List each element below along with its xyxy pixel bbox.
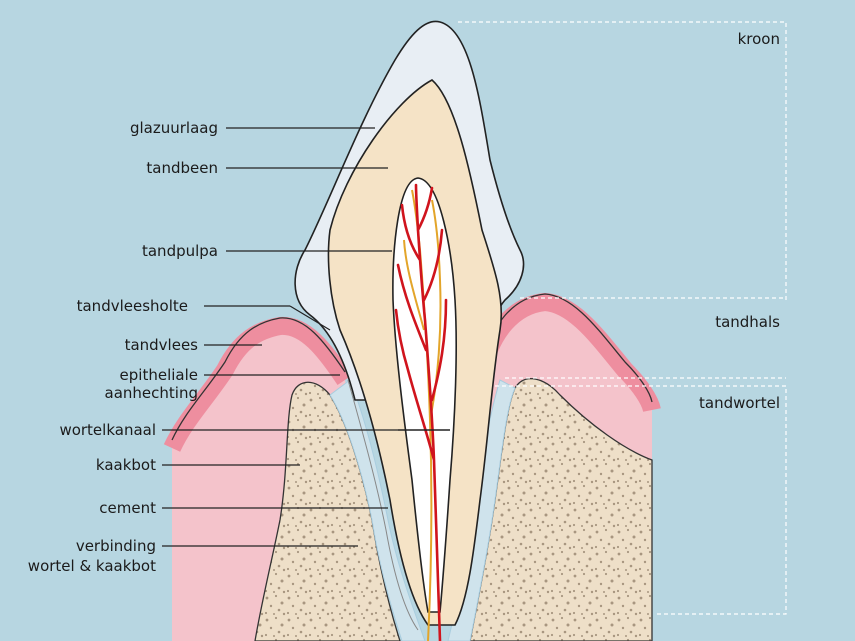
- region-neck: tandhals: [715, 313, 780, 331]
- gum-outline-right: [479, 293, 653, 403]
- label-epithelial-line1: epitheliale: [120, 366, 198, 384]
- cementum: [347, 379, 419, 631]
- artery: [394, 183, 448, 641]
- gum-outline-left: [171, 317, 346, 441]
- region-brackets: [458, 21, 787, 615]
- label-epithelial-line2: aanhechting: [105, 384, 198, 402]
- label-jawbone: kaakbot: [96, 456, 156, 474]
- label-enamel: glazuurlaag: [130, 119, 218, 137]
- label-ligament-line1: verbinding: [76, 537, 156, 555]
- leader-lines: [162, 127, 398, 547]
- label-ligament-line2: wortel & kaakbot: [28, 557, 156, 575]
- label-gum-pocket: tandvleesholte: [77, 297, 188, 315]
- gum-edge-right: [471, 292, 661, 413]
- label-gum: tandvlees: [125, 336, 199, 354]
- label-cementum: cement: [99, 499, 156, 517]
- label-root-canal: wortelkanaal: [59, 421, 156, 439]
- gum-edge-left: [163, 316, 353, 452]
- region-crown: kroon: [738, 30, 780, 48]
- label-dentin: tandbeen: [146, 159, 218, 177]
- region-root: tandwortel: [699, 394, 780, 412]
- label-pulp: tandpulpa: [142, 242, 218, 260]
